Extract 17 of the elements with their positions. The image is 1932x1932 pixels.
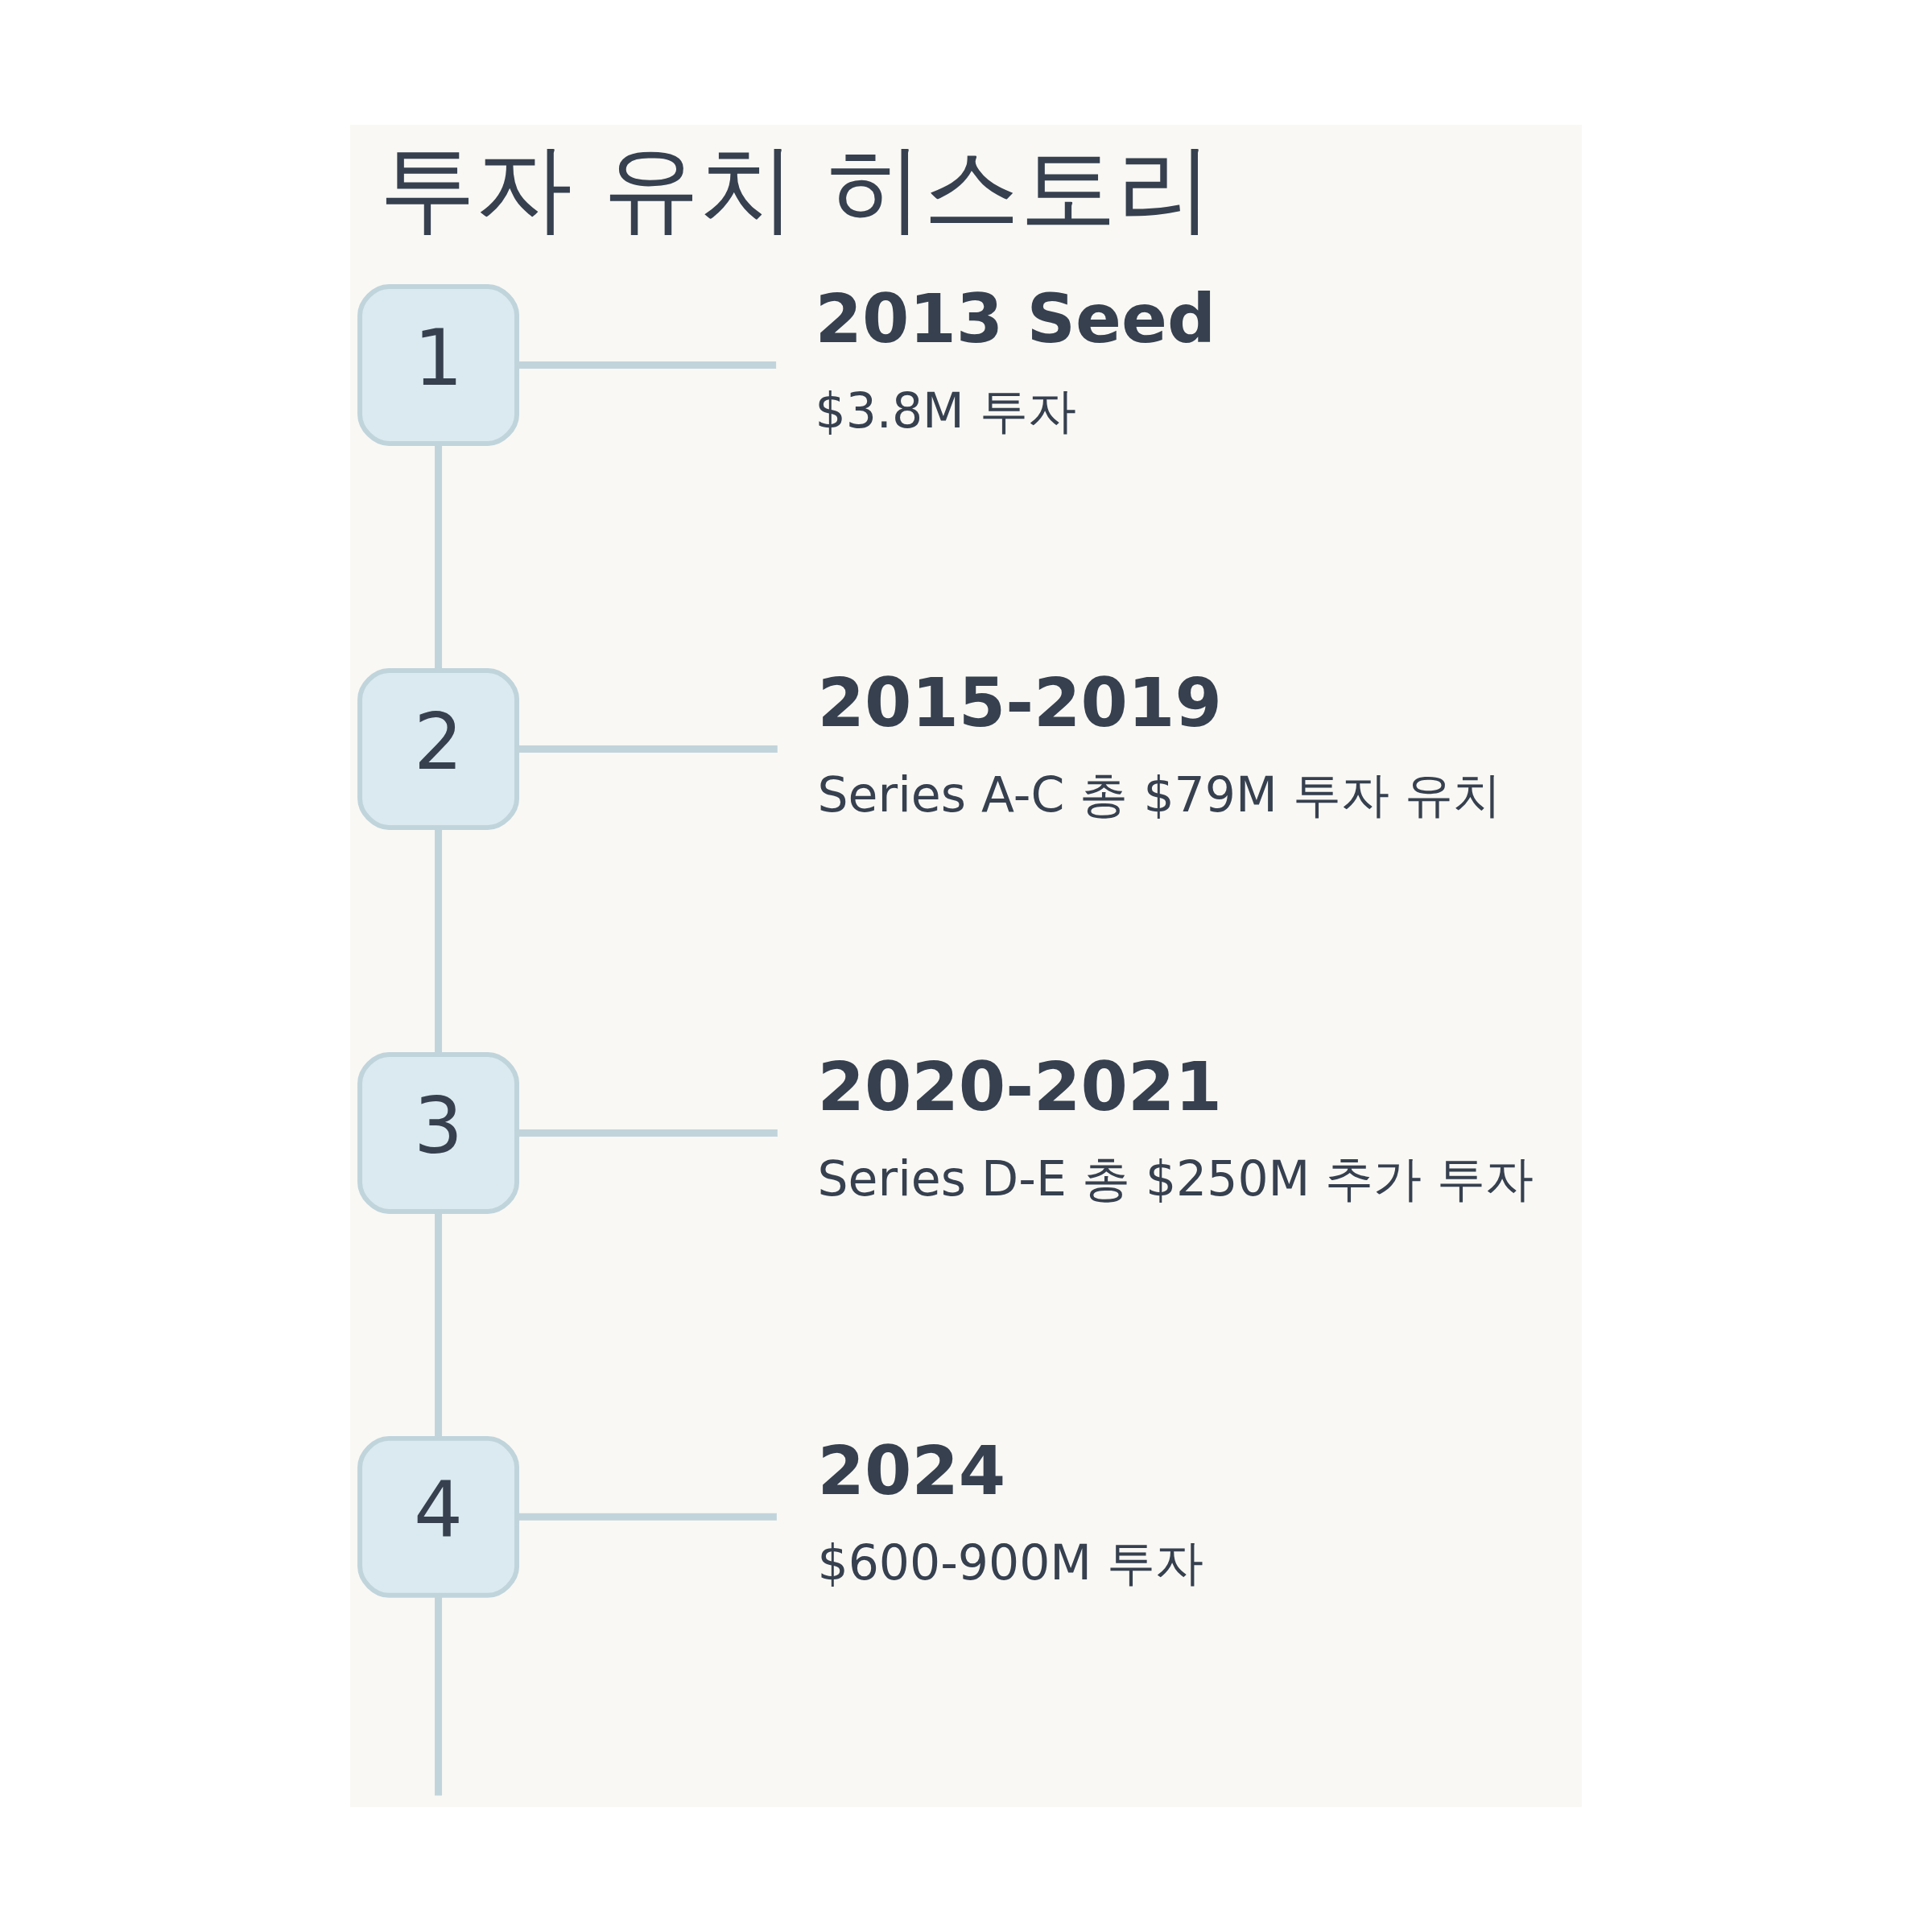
connector	[517, 745, 778, 753]
connector	[517, 361, 777, 369]
node-text: 2024 $600-900M 투자	[817, 1430, 1204, 1591]
connector	[435, 1596, 443, 1796]
connector	[435, 444, 443, 671]
node-text: 2020-2021 Series D-E 총 $250M 추가 투자	[817, 1046, 1534, 1208]
node-text: 2015-2019 Series A-C 총 $79M 투자 유치	[817, 663, 1501, 824]
node-text: 2013 Seed $3.8M 투자	[815, 279, 1216, 440]
node-box: 2	[357, 667, 520, 830]
connector	[435, 1212, 443, 1439]
node-box: 3	[357, 1051, 520, 1214]
connector	[517, 1129, 778, 1137]
node-box: 1	[357, 284, 520, 446]
node-box: 4	[357, 1435, 520, 1598]
connector	[518, 1513, 777, 1521]
connector	[435, 828, 443, 1055]
diagram-title: 투자 유치 히스토리	[379, 131, 1214, 244]
